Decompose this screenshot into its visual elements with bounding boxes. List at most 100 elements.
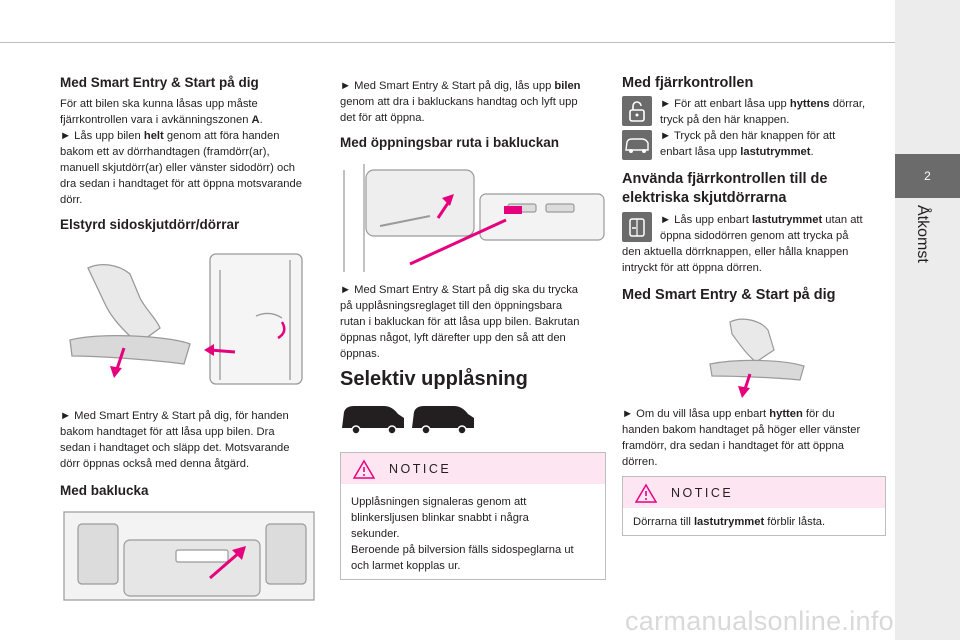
text-line: För att bilen ska kunna låsas upp måste [60, 98, 258, 110]
text-line: rutan i bakluckan för att låsa upp bilen… [340, 316, 580, 328]
paragraph-electric-doors-rest: den aktuella dörrknappen, eller hålla kn… [622, 244, 892, 276]
handle-arrow [277, 321, 286, 340]
text-line: det för att öppna. [340, 112, 425, 124]
heading-smart-entry-cab: Med Smart Entry & Start på dig [622, 287, 836, 303]
tailgate-illustration [63, 511, 315, 601]
text-line: bakom ett av dörrhandtagen (framdörr(ar)… [60, 146, 270, 158]
sliding-door-illustration [69, 253, 303, 385]
paragraph-remote-buttons: ► För att enbart låsa upp hyttens dörrar… [660, 96, 890, 160]
text-line: framdörr, dra sedan i handtaget för att … [622, 440, 845, 452]
text-line: ► Med Smart Entry & Start på dig, för ha… [60, 410, 289, 422]
chapter-sidebar [895, 0, 960, 640]
notice-header: NOTICE [341, 453, 605, 484]
sliding-door-icon [629, 218, 645, 237]
text-line: dörr. [60, 194, 83, 206]
heading-smart-entry: Med Smart Entry & Start på dig [60, 75, 259, 90]
arrow-head [442, 194, 454, 206]
unlock-cargo-button-icon [622, 130, 652, 160]
text-span: ► Med Smart Entry & Start på dig, lås up… [340, 80, 555, 92]
text-line: sedan i handtaget och släpp det. Motsvar… [60, 442, 290, 454]
text-span: förblir låsta. [764, 516, 826, 528]
bold-text: lastutrymmet [693, 516, 765, 528]
padlock-open-icon [629, 101, 645, 122]
heading-sliding-doors: Elstyrd sidoskjutdörr/dörrar [60, 217, 240, 232]
text-line: bakom handtaget för att låsa upp bilen. … [60, 426, 275, 438]
chapter-tab[interactable]: 2 [895, 154, 960, 198]
watermark: carmanualsonline.info [625, 606, 894, 636]
text-span: . [810, 146, 814, 158]
heading-remote: Med fjärrkontrollen [622, 75, 754, 91]
van-rear-icon [625, 138, 649, 153]
unlock-cab-button-icon [622, 96, 652, 126]
text-span: ► Lås upp enbart [660, 214, 752, 226]
text-line: dörr öppnas också med denna åtgärd. [60, 458, 250, 470]
notice-text: Upplåsningen signaleras genom att blinke… [341, 484, 605, 582]
text-line: öppnas. [340, 348, 380, 360]
text-line: Upplåsningen signaleras genom att [351, 496, 527, 508]
warning-icon [635, 483, 657, 503]
bold-text: helt [143, 130, 164, 142]
paragraph-electric-doors-first: ► Lås upp enbart lastutrymmet utan att ö… [660, 212, 890, 244]
pointer-line [409, 218, 507, 266]
sliding-door-button-icon [622, 212, 652, 242]
bold-text: hytten [769, 408, 803, 420]
arrow-head [738, 386, 750, 398]
van-icons [342, 406, 474, 435]
bold-text: lastutrymmet [751, 214, 823, 226]
heading-line: Använda fjärrkontrollen till de [622, 171, 828, 187]
notice-header: NOTICE [623, 477, 885, 508]
text-line: på upplåsningsreglaget till den öppnings… [340, 300, 563, 312]
text-line: blinkersljusen blinkar snabbt i några [351, 512, 529, 524]
text-line: sekunder. [351, 528, 400, 540]
text-line: handen bakom handtaget på höger eller vä… [622, 424, 861, 436]
text-span: utan att [822, 214, 863, 226]
text-line: tryck på den här knappen. [660, 114, 790, 126]
text-line: dra sedan i handtaget för att öppna mots… [60, 178, 302, 190]
text-line: fjärrkontrollen vara i avkänningszonen [60, 114, 252, 126]
arrow-head [110, 366, 122, 378]
paragraph-tailgate-unlock: ► Med Smart Entry & Start på dig, lås up… [340, 78, 610, 126]
text-line: öppna sidodörren genom att trycka på [660, 230, 849, 242]
text-line: öppnas något, lyft därefter upp den så a… [340, 332, 566, 344]
text-span: för du [802, 408, 835, 420]
text-line: dörren. [622, 456, 658, 468]
chapter-title: Åtkomst [914, 205, 931, 263]
text-span: enbart låsa upp [660, 146, 741, 158]
paragraph-unlock-cab: ► Om du vill låsa upp enbart hytten för … [622, 406, 892, 470]
front-door-handle-illustration [709, 318, 805, 398]
arrow-head [204, 344, 214, 356]
paragraph-detection-zone: För att bilen ska kunna låsas upp måste … [60, 96, 330, 208]
paragraph-rear-window: ► Med Smart Entry & Start på dig ska du … [340, 282, 610, 362]
direction-arrow [209, 348, 236, 354]
text-span: dörrar, [829, 98, 866, 110]
text-span: Dörrarna till [633, 516, 694, 528]
lift-arrow [209, 550, 241, 580]
text-line: intryckt för att öppna dörren. [622, 262, 762, 274]
heading-tailgate: Med baklucka [60, 483, 149, 498]
text-line: Beroende på bilversion fälls sidospeglar… [351, 544, 574, 556]
header-divider [0, 42, 895, 43]
notice-title: NOTICE [671, 485, 734, 500]
rear-window-illustration [343, 164, 605, 272]
notice-box: NOTICE Upplåsningen signaleras genom att… [340, 452, 606, 580]
unlock-switch-highlight [504, 206, 522, 214]
heading-selective-unlock: Selektiv upplåsning [340, 368, 528, 390]
text-line: genom att dra i bakluckans handtag och l… [340, 96, 578, 108]
heading-electric-doors: Använda fjärrkontrollen till de elektris… [622, 170, 827, 208]
text-line: den aktuella dörrknappen, eller hålla kn… [622, 246, 849, 258]
warning-icon [353, 459, 375, 479]
zone-label: A [251, 114, 260, 126]
bold-text: bilen [554, 80, 581, 92]
text-line: ► Tryck på den här knappen för att [660, 130, 836, 142]
van-icon [342, 406, 404, 435]
text-span: ► Lås upp bilen [60, 130, 144, 142]
text-span: ► För att enbart låsa upp [660, 98, 790, 110]
bold-text: hyttens [789, 98, 830, 110]
heading-line: elektriska skjutdörrarna [622, 190, 787, 206]
text-line: och larmet kopplas ur. [351, 560, 461, 572]
bold-text: lastutrymmet [740, 146, 811, 158]
text-span: ► Om du vill låsa upp enbart [622, 408, 770, 420]
arrow-head [232, 546, 246, 560]
van-icon [412, 406, 474, 435]
notice-text: Dörrarna till lastutrymmet förblir låsta… [623, 508, 885, 538]
